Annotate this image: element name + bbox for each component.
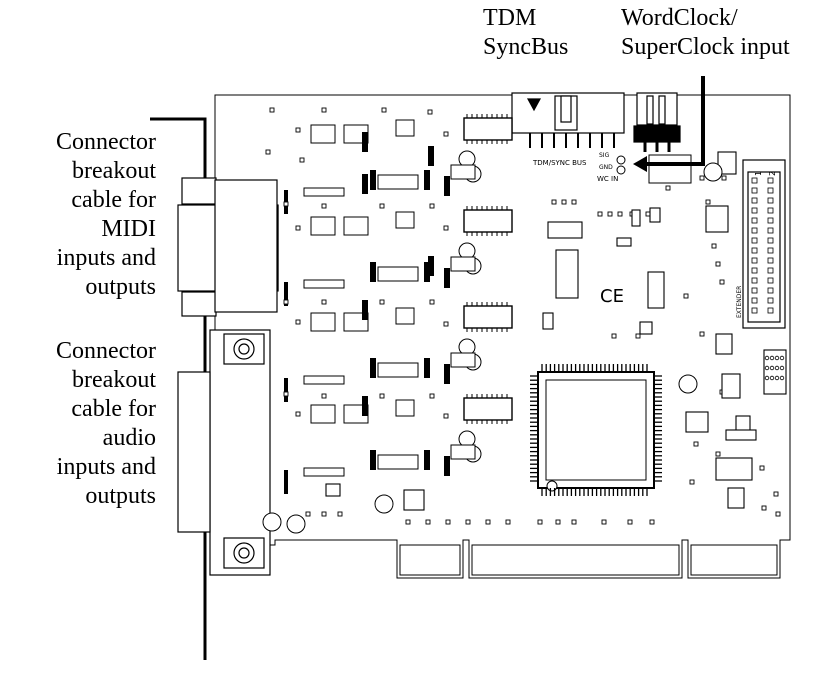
extender-marking: EXTENDER bbox=[736, 286, 743, 318]
tdm-syncbus-header bbox=[511, 92, 625, 148]
audio-dsub-connector bbox=[177, 329, 271, 576]
audio-label-line-2: breakout bbox=[72, 367, 156, 393]
wordclock-label: WordClock/ SuperClock input bbox=[621, 4, 790, 62]
midi-label-line-6: outputs bbox=[85, 274, 156, 300]
tdm-syncbus-label: TDM SyncBus bbox=[483, 4, 568, 62]
wordclock-label-line-1: WordClock/ bbox=[621, 5, 738, 31]
pcb-outline bbox=[214, 94, 791, 579]
midi-label-line-5: inputs and bbox=[56, 245, 156, 271]
audio-label-line-3: cable for bbox=[71, 396, 156, 422]
sig-marking: SIG bbox=[599, 152, 610, 159]
audio-label-line-1: Connector bbox=[56, 338, 156, 364]
midi-label-line-3: cable for bbox=[71, 187, 156, 213]
midi-label-line-2: breakout bbox=[72, 158, 156, 184]
sync-bus-marking: TDM/SYNC BUS bbox=[532, 159, 587, 167]
extender-connector bbox=[742, 159, 786, 329]
audio-label-line-4: audio bbox=[102, 425, 156, 451]
tdm-label-line-1: TDM bbox=[483, 5, 537, 31]
audio-connector-label: Connector breakout cable for audio input… bbox=[56, 337, 156, 511]
midi-dsub-connector bbox=[177, 177, 279, 317]
wordclock-header bbox=[633, 92, 681, 152]
wc-in-component bbox=[648, 154, 692, 184]
wc-in-marking: WC IN bbox=[597, 175, 618, 183]
midi-label-line-4: MIDI bbox=[101, 216, 156, 242]
wc-in-jumper bbox=[616, 155, 626, 175]
audio-label-line-6: outputs bbox=[85, 483, 156, 509]
ce-mark: CE bbox=[600, 286, 624, 307]
midi-connector-label: Connector breakout cable for MIDI inputs… bbox=[56, 128, 156, 302]
wordclock-arrow bbox=[633, 76, 705, 172]
pin-2-marking: 2 bbox=[768, 171, 777, 176]
edge-connector bbox=[399, 544, 778, 576]
tdm-label-line-2: SyncBus bbox=[483, 34, 569, 60]
extender-pins bbox=[751, 177, 774, 314]
board-components bbox=[262, 107, 787, 534]
pin-1-marking: 1 bbox=[754, 171, 763, 176]
gnd-marking: GND bbox=[599, 164, 613, 171]
audio-label-line-5: inputs and bbox=[56, 454, 156, 480]
midi-label-line-1: Connector bbox=[56, 129, 156, 155]
wordclock-label-line-2: SuperClock input bbox=[621, 34, 790, 60]
dsp-chip bbox=[530, 364, 662, 496]
